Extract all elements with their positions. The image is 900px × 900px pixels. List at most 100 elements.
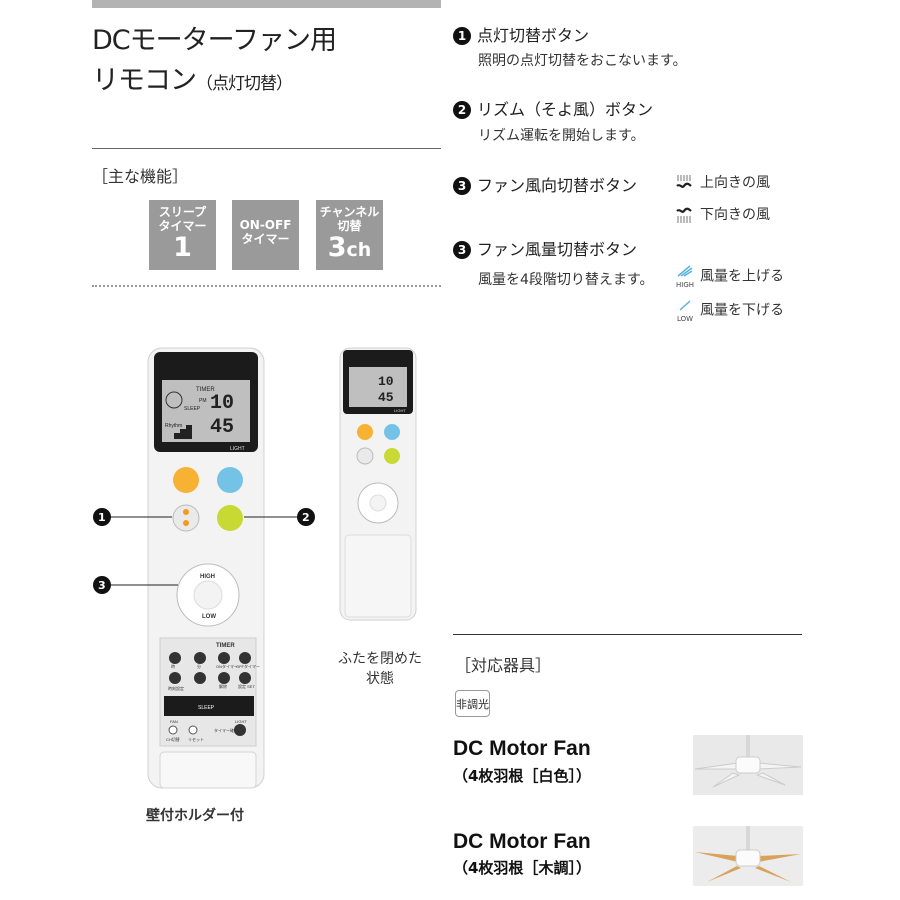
lcd-pm: PM: [199, 398, 207, 404]
non-dimming-badge: 非調光: [455, 690, 490, 717]
small-rhythm-button[interactable]: [384, 448, 400, 464]
blade-right: [758, 854, 801, 862]
small-lcd-screen: [349, 367, 407, 407]
timer-check-button[interactable]: [234, 724, 246, 736]
vol-up-icon: HIGH: [674, 264, 696, 289]
blade-front-left: [707, 866, 741, 882]
light-switch-button[interactable]: [172, 504, 200, 532]
ch-set-label: CH切替: [166, 736, 180, 742]
page-title-line2: リモコン（点灯切替）: [92, 58, 293, 97]
low-wind-icon: [679, 300, 691, 311]
off-timer-label: OFFタイマー: [236, 663, 260, 669]
vol-down-row: LOW 風量を下げる: [674, 298, 784, 323]
min-label: 分: [197, 663, 201, 669]
lcd-big-top: 10: [210, 392, 234, 415]
reset-button[interactable]: [188, 725, 198, 735]
min-down-button[interactable]: [194, 672, 206, 684]
vol-down-label: 風量を下げる: [700, 302, 784, 319]
divider: [92, 148, 441, 149]
title-sub: （点灯切替）: [196, 74, 293, 94]
callout-3-marker: [93, 576, 111, 594]
dir-down-label: 下向きの風: [700, 207, 770, 223]
product-2-image: [693, 826, 803, 886]
rhythm-button[interactable]: [217, 505, 243, 531]
feature-line1: チャンネル: [319, 205, 380, 219]
dir-up-label: 上向きの風: [700, 175, 770, 191]
feature-line1: ON-OFF: [239, 218, 292, 232]
feature-line2: 切替: [337, 219, 362, 233]
reset-label: リセット: [188, 737, 204, 742]
feature-big: 3ch: [316, 233, 383, 265]
open-lid[interactable]: [159, 751, 257, 789]
callout-2-number: 2: [302, 511, 310, 524]
dial-center[interactable]: [193, 580, 223, 610]
small-dial-center[interactable]: [369, 494, 387, 512]
callout-2-marker: [297, 508, 315, 526]
light-orange-button[interactable]: [173, 467, 199, 493]
vol-down-icon: LOW: [674, 298, 696, 323]
lcd-rhythm: Rhythm: [165, 423, 182, 429]
closed-lid[interactable]: [344, 534, 412, 618]
item-title-text: ファン風向切替ボタン: [477, 176, 638, 195]
number-badge: 3: [453, 241, 471, 259]
cancel-button[interactable]: [218, 672, 230, 684]
feature-big-number: 3: [327, 232, 347, 263]
cancel-label: 解除: [219, 683, 227, 689]
lcd-light: LIGHT: [230, 446, 245, 452]
item-title-text: リズム（そよ風）ボタン: [477, 100, 654, 119]
small-blue-button[interactable]: [384, 424, 400, 440]
button-dot-bottom: [183, 520, 189, 526]
lcd-sleep: SLEEP: [184, 406, 201, 412]
blade-left: [695, 852, 738, 862]
vol-up-row: HIGH 風量を上げる: [674, 264, 784, 289]
panel-timer-label: TIMER: [216, 643, 235, 649]
compat-heading: ［対応器具］: [455, 656, 552, 675]
small-orange-button[interactable]: [357, 424, 373, 440]
page-title-line1: DCモーターファン用: [92, 25, 337, 56]
small-lcd-top: 10: [378, 374, 394, 389]
feature-onoff-timer: ON-OFF タイマー: [232, 200, 299, 270]
motor-housing: [735, 756, 761, 774]
feature-sleep-timer: スリープ タイマー 1: [149, 200, 216, 270]
wind-down-icon: [676, 207, 692, 223]
feature-channel: チャンネル 切替 3ch: [316, 200, 383, 270]
lcd-level-bars: [166, 425, 192, 439]
product-1-image: [693, 735, 803, 795]
dial-high: HIGH: [200, 574, 215, 580]
hour-up-button[interactable]: [169, 652, 181, 664]
callout-1-number: 1: [98, 511, 106, 524]
hour-down-button[interactable]: [169, 672, 181, 684]
button-dot-top: [183, 509, 189, 515]
lcd-screen: [162, 380, 250, 442]
on-timer-button[interactable]: [218, 652, 230, 664]
ch-switch-button[interactable]: [168, 725, 178, 735]
high-label: HIGH: [675, 281, 695, 289]
small-light-button[interactable]: [356, 447, 374, 465]
item-4-title: 3 ファン風量切替ボタン: [453, 236, 637, 260]
item-title-text: ファン風量切替ボタン: [477, 240, 638, 259]
number-badge: 1: [453, 27, 471, 45]
set-button[interactable]: [239, 672, 251, 684]
fan-blue-button[interactable]: [217, 467, 243, 493]
vol-up-label: 風量を上げる: [700, 268, 784, 285]
sleep-bar[interactable]: [164, 696, 254, 716]
hour-label: 時: [171, 663, 175, 669]
product-2-name: DC Motor Fan: [453, 830, 591, 853]
blade-front-left: [712, 772, 741, 788]
dotted-divider: [92, 285, 441, 287]
item-1-desc: 照明の点灯切替をおこないます。: [478, 53, 687, 69]
fan-white-illustration: [693, 735, 803, 795]
product-2-sub: （4枚羽根［木調］）: [453, 859, 591, 877]
feature-big-unit: ch: [346, 239, 372, 261]
callout-3-number: 3: [98, 579, 106, 592]
item-4-desc: 風量を4段階切り替えます。: [478, 272, 654, 288]
closed-caption-line1: ふたを閉めた: [338, 651, 422, 667]
off-timer-button[interactable]: [239, 652, 251, 664]
feature-line2: タイマー: [158, 219, 207, 233]
lcd-fan-icon: [165, 391, 183, 409]
compat-divider: [453, 634, 802, 635]
motor-housing: [735, 849, 761, 867]
min-up-button[interactable]: [194, 652, 206, 664]
